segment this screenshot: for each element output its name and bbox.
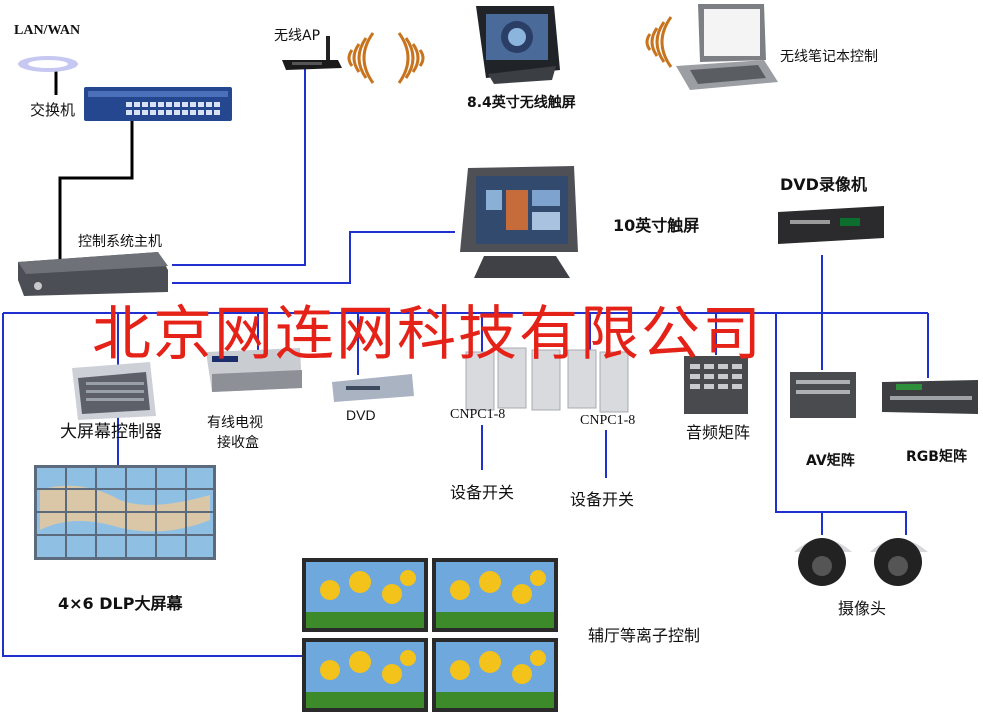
laptop-label: 无线笔记本控制: [780, 49, 878, 65]
company-watermark: 北京网连网科技有限公司: [92, 299, 764, 368]
rgb-matrix-label: RGB矩阵: [906, 449, 967, 465]
control-host-icon: [18, 252, 168, 296]
camera-label: 摄像头: [838, 599, 887, 618]
dvd-player-icon: [332, 374, 414, 402]
cnpc-left-label: CNPC1-8: [450, 407, 506, 422]
rgb-matrix-icon: [882, 380, 978, 414]
laptop-icon: [676, 4, 778, 90]
cnpc-right-label: CNPC1-8: [580, 413, 636, 428]
wall-controller-label: 大屏幕控制器: [60, 422, 162, 442]
network-links: [2, 68, 929, 657]
dome-cameras-icon: [794, 538, 928, 586]
av-matrix-label: AV矩阵: [806, 453, 855, 469]
touch-panel-8-4-icon: [476, 6, 560, 84]
dvd-recorder-label: DVD录像机: [780, 175, 867, 194]
touch-panel-10-icon: [460, 166, 578, 278]
switch-label: 交换机: [30, 101, 76, 119]
cable-tv-label-line2: 接收盒: [217, 435, 259, 451]
controller-label: 控制系统主机: [78, 234, 162, 250]
switch-icon: [84, 87, 232, 121]
link-touch10: [172, 231, 455, 284]
av-matrix-icon: [790, 372, 856, 418]
wireless-waves: [347, 16, 673, 84]
wall-controller-icon: [72, 362, 156, 420]
lan-cable: [54, 70, 134, 260]
link-ap: [172, 68, 306, 266]
cable-tv-box-icon: [206, 348, 302, 392]
cam-link: [762, 312, 907, 535]
audio-matrix-label: 音频矩阵: [686, 423, 751, 442]
video-wall-label: 4×6 DLP大屏幕: [58, 594, 183, 613]
audio-matrix-icon: [684, 356, 748, 414]
plasma-label: 辅厅等离子控制: [588, 626, 701, 645]
left-drop: [2, 313, 310, 657]
touch-8-4-label: 8.4英寸无线触屏: [467, 95, 576, 111]
touch-10-label: 10英寸触屏: [613, 216, 700, 235]
power-switch-left-label: 设备开关: [450, 483, 515, 502]
wireless-ap-label: 无线AP: [274, 28, 321, 44]
video-wall-icon: [34, 465, 216, 560]
wireless-ap-icon: [282, 36, 342, 70]
plasma-screens-icon: [302, 558, 558, 712]
cable-tv-label-line1: 有线电视: [207, 415, 263, 431]
power-switch-right-label: 设备开关: [570, 490, 635, 509]
lan-wan-label: LAN/WAN: [14, 23, 81, 38]
cnpc-power-panels-icon: [465, 347, 629, 413]
dvd-label: DVD: [346, 407, 376, 423]
lan-globe-icon: [18, 56, 78, 72]
dvd-recorder-icon: [778, 206, 884, 244]
